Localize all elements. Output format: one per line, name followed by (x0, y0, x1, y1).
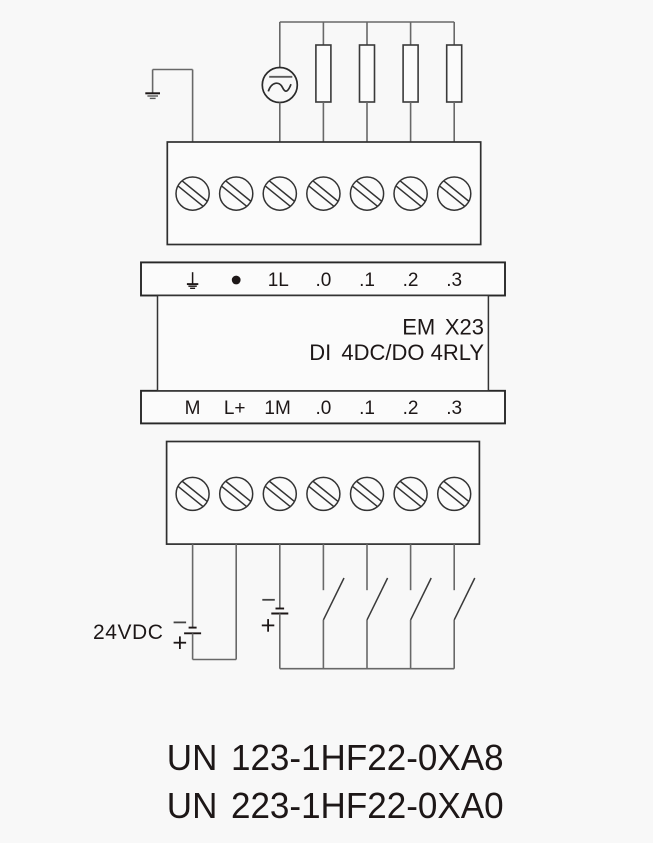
svg-text:.2: .2 (403, 398, 419, 419)
svg-text:.0: .0 (315, 398, 331, 419)
svg-text:UN 223-1HF22-0XA0: UN 223-1HF22-0XA0 (167, 786, 504, 827)
svg-text:DI 4DC/DO 4RLY: DI 4DC/DO 4RLY (309, 340, 484, 365)
svg-text:UN 123-1HF22-0XA8: UN 123-1HF22-0XA8 (167, 737, 504, 778)
svg-text:24VDC: 24VDC (93, 621, 163, 644)
svg-text:M: M (185, 398, 201, 419)
svg-text:L+: L+ (224, 398, 246, 419)
svg-text:.2: .2 (403, 270, 419, 291)
svg-text:.1: .1 (359, 398, 375, 419)
svg-text:.0: .0 (315, 270, 331, 291)
svg-text:1M: 1M (264, 398, 290, 419)
svg-text:1L: 1L (268, 270, 289, 291)
svg-text:.3: .3 (446, 270, 462, 291)
svg-text:.1: .1 (359, 270, 375, 291)
svg-text:.3: .3 (446, 398, 462, 419)
